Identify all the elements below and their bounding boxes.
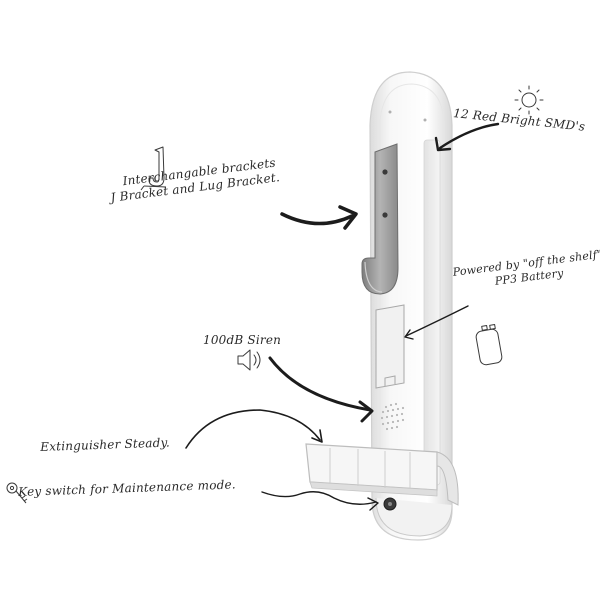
callout-siren: 100dB Siren — [203, 333, 282, 347]
arrow-key — [261, 491, 377, 505]
j-bracket-icon — [140, 146, 167, 191]
speaker-icon — [237, 349, 261, 371]
key-icon — [6, 482, 28, 504]
arrow-brackets — [280, 212, 354, 226]
mounting-bracket — [361, 143, 399, 295]
arrow-steady — [185, 409, 321, 449]
bottom-cap — [375, 497, 453, 537]
arrow-siren — [268, 356, 372, 412]
bracket-screw — [382, 212, 388, 218]
arrow-smd — [438, 122, 500, 150]
siren-grille — [380, 402, 405, 431]
led-strip — [423, 139, 441, 486]
sun-icon — [514, 85, 544, 115]
extinguisher-steady — [305, 443, 459, 506]
arrow-battery — [405, 305, 469, 337]
battery-compartment — [375, 304, 405, 389]
battery-icon — [475, 324, 503, 366]
bracket-screw — [382, 169, 388, 175]
